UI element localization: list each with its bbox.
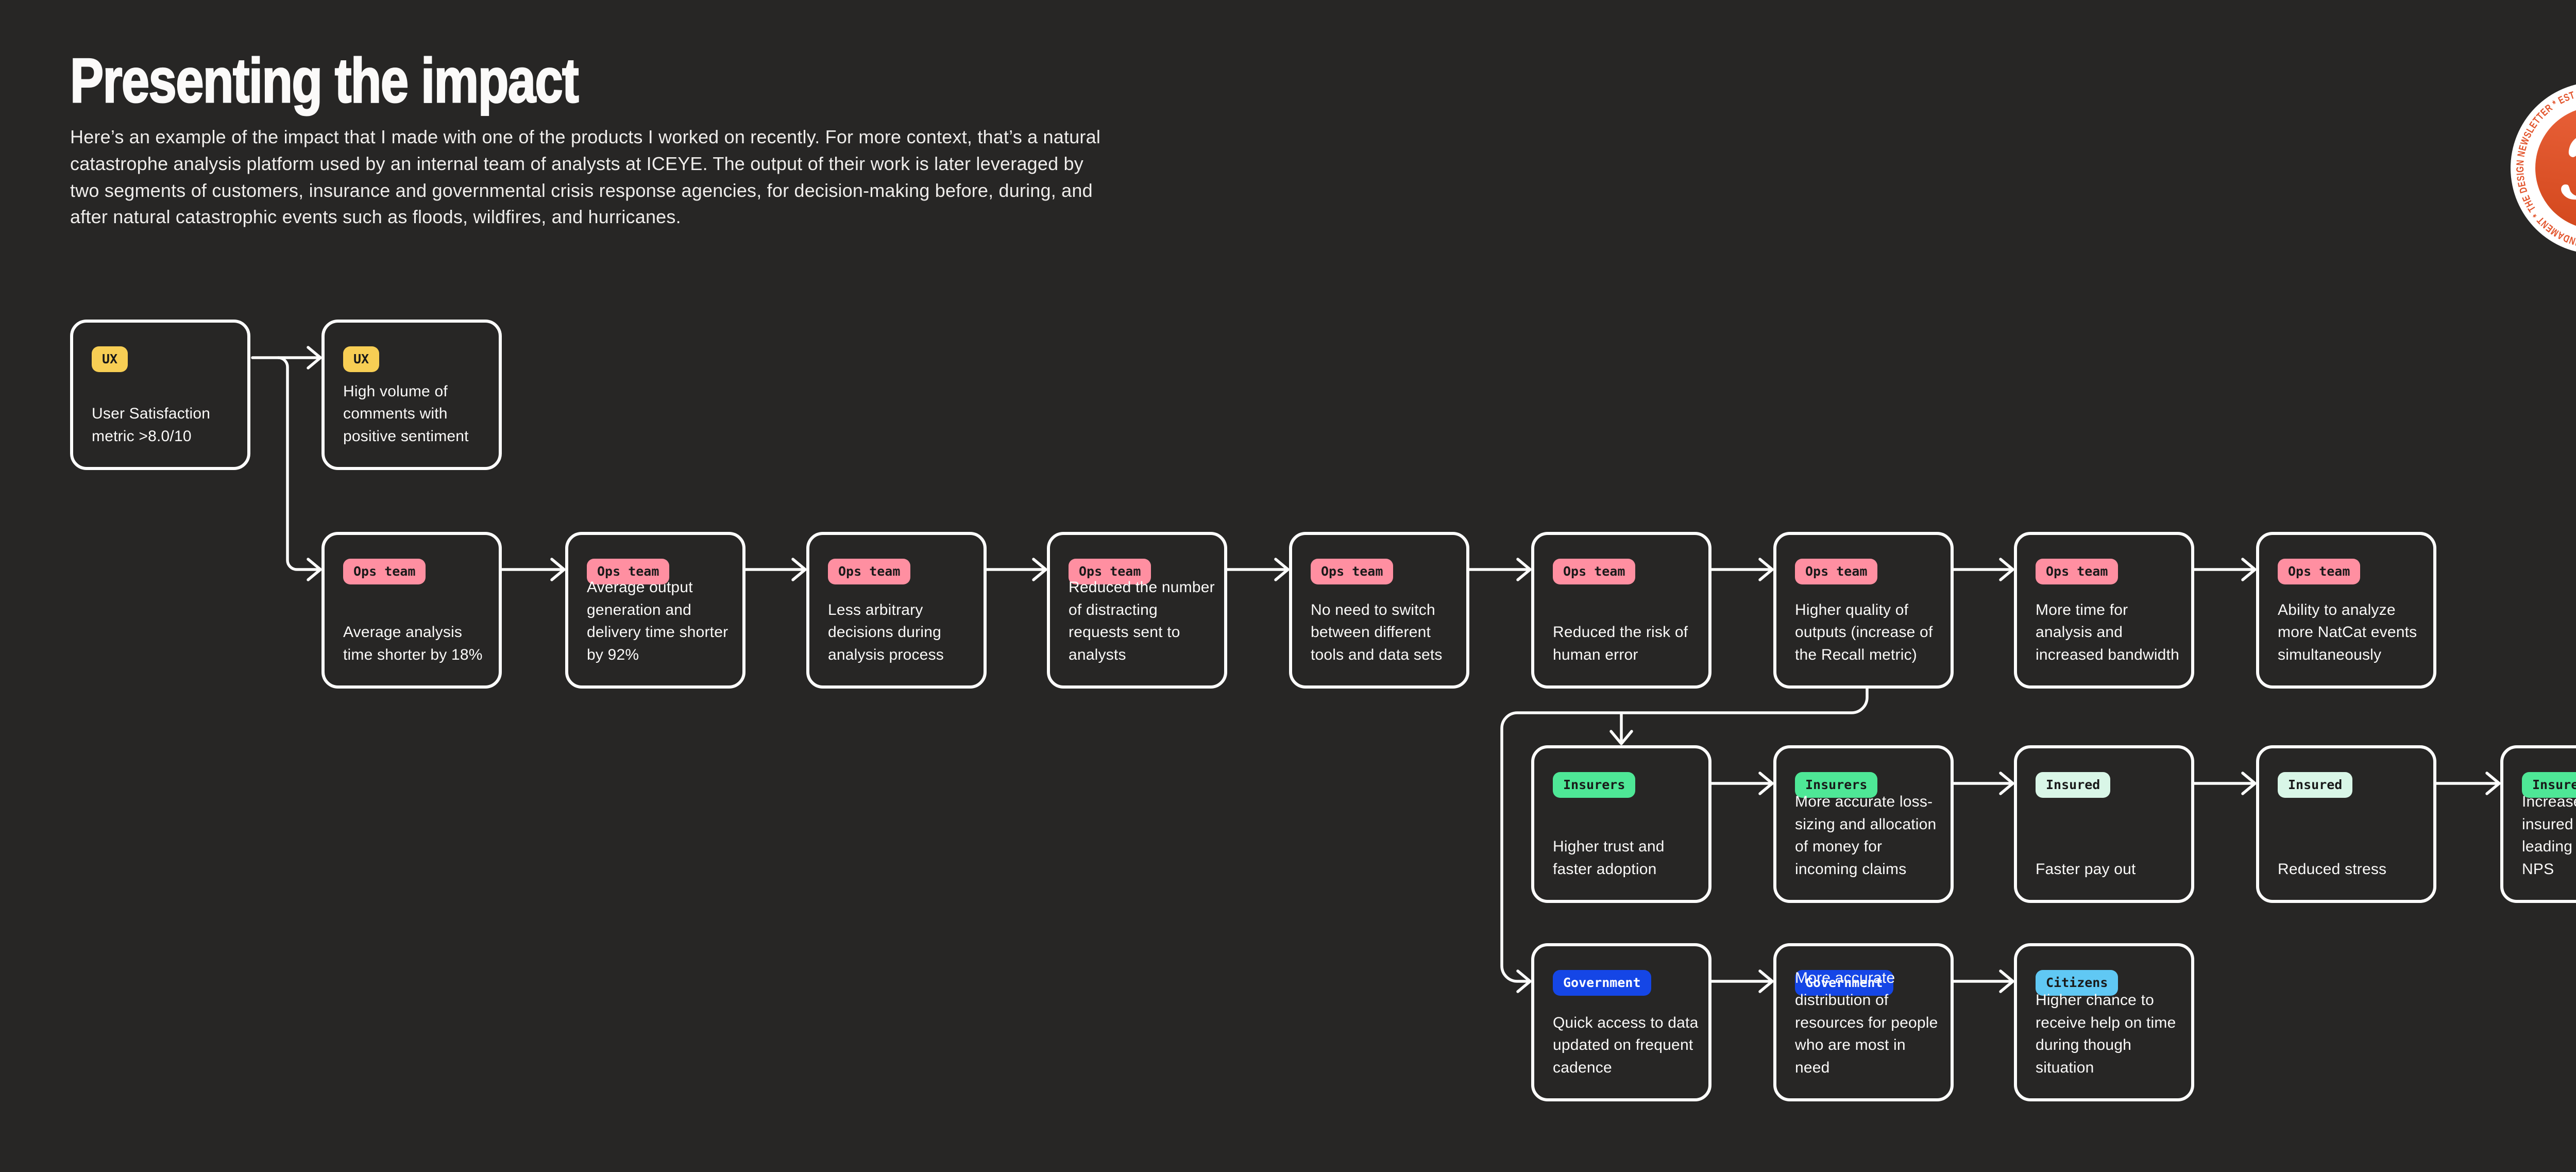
arrowhead-right-icon-10 <box>1516 969 1532 993</box>
arrowhead-right-icon-5 <box>1274 558 1290 581</box>
node-text: No need to switch between different tool… <box>1311 601 1443 663</box>
node-text: Less arbitrary decisions during analysis… <box>828 601 944 663</box>
badge-disc <box>2535 107 2576 229</box>
arrowhead-right-icon-1 <box>307 558 322 581</box>
node-tag: UX <box>92 346 128 372</box>
node-tag: Citizens <box>2036 970 2119 996</box>
arrowhead-down-icon-0 <box>1609 730 1633 745</box>
arrowhead-right-icon-6 <box>1516 558 1532 581</box>
node-tag: Insured <box>2278 772 2353 798</box>
node-text: Quick access to data updated on frequent… <box>1553 1014 1699 1076</box>
arrowhead-right-icon-8 <box>1999 558 2014 581</box>
arrowhead-right-icon-16 <box>1999 969 2014 993</box>
node-text: More accurate loss-sizing and allocation… <box>1795 793 1937 878</box>
node-text: High volume of comments with positive se… <box>343 382 469 445</box>
node-tag: Ops team <box>1795 559 1878 584</box>
node-tag: Ops team <box>587 559 670 584</box>
node-tag: Ops team <box>1069 559 1151 584</box>
flow-node-ux-row-0: UX User Satisfaction metric >8.0/10 <box>70 320 250 470</box>
node-text: Higher quality of outputs (increase of t… <box>1795 601 1933 663</box>
arrowhead-right-icon-14 <box>2485 772 2501 795</box>
node-tag: Government <box>1795 970 1893 996</box>
connector-line-10 <box>1500 687 1869 983</box>
page-title: Presenting the impact <box>70 45 580 115</box>
flow-node-insurers-row-4: InsurersIncreased trust of insured custo… <box>2500 745 2576 903</box>
node-tag: Ops team <box>2278 559 2361 584</box>
node-text: Reduced stress <box>2278 860 2387 878</box>
node-tag: Insurers <box>2522 772 2576 798</box>
node-tag: Ops team <box>343 559 426 584</box>
node-text: More time for analysis and increased ban… <box>2036 601 2179 663</box>
node-tag: Ops team <box>828 559 911 584</box>
node-text: Higher trust and faster adoption <box>1553 838 1665 878</box>
node-text: User Satisfaction metric >8.0/10 <box>92 405 211 445</box>
flow-node-ux-row-1: UX High volume of comments with positive … <box>321 320 502 470</box>
node-tag: Ops team <box>1553 559 1636 584</box>
node-text: More accurate distribution of resources … <box>1795 969 1938 1076</box>
node-text: Average analysis time shorter by 18% <box>343 624 483 663</box>
connector-line-1 <box>277 356 322 571</box>
node-text: Reduced the risk of human error <box>1553 624 1688 663</box>
arrowhead-right-icon-15 <box>1758 969 1774 993</box>
node-text: Ability to analyze more NatCat events si… <box>2278 601 2417 663</box>
arrowhead-right-icon-2 <box>550 558 566 581</box>
node-tag: Ops team <box>1311 559 1394 584</box>
page-description: Here’s an example of the impact that I m… <box>70 126 1101 228</box>
node-tag: Insurers <box>1553 772 1636 798</box>
node-text: Reduced the number of distracting reques… <box>1069 579 1215 663</box>
flow-node-ops-row-4: Ops team No need to switch between differ… <box>1289 532 1469 689</box>
arrowhead-right-icon-12 <box>1999 772 2014 795</box>
node-text: Higher chance to receive help on time du… <box>2036 992 2176 1076</box>
arrowhead-right-icon-0 <box>307 346 322 370</box>
node-text: Increased trust of insured customers lea… <box>2522 793 2576 878</box>
arrowhead-right-icon-13 <box>2241 772 2257 795</box>
arrowhead-right-icon-7 <box>1758 558 1774 581</box>
arrowhead-right-icon-9 <box>2241 558 2257 581</box>
arrowhead-right-icon-4 <box>1032 558 1047 581</box>
node-tag: Government <box>1553 970 1651 996</box>
node-tag: Insured <box>2036 772 2111 798</box>
node-tag: UX <box>343 346 380 372</box>
node-text: Average output generation and delivery t… <box>587 579 728 663</box>
node-text: Faster pay out <box>2036 860 2136 878</box>
node-tag: Insurers <box>1795 772 1878 798</box>
arrowhead-right-icon-11 <box>1758 772 1774 795</box>
node-tag: Ops team <box>2036 559 2119 584</box>
arrowhead-right-icon-3 <box>791 558 807 581</box>
